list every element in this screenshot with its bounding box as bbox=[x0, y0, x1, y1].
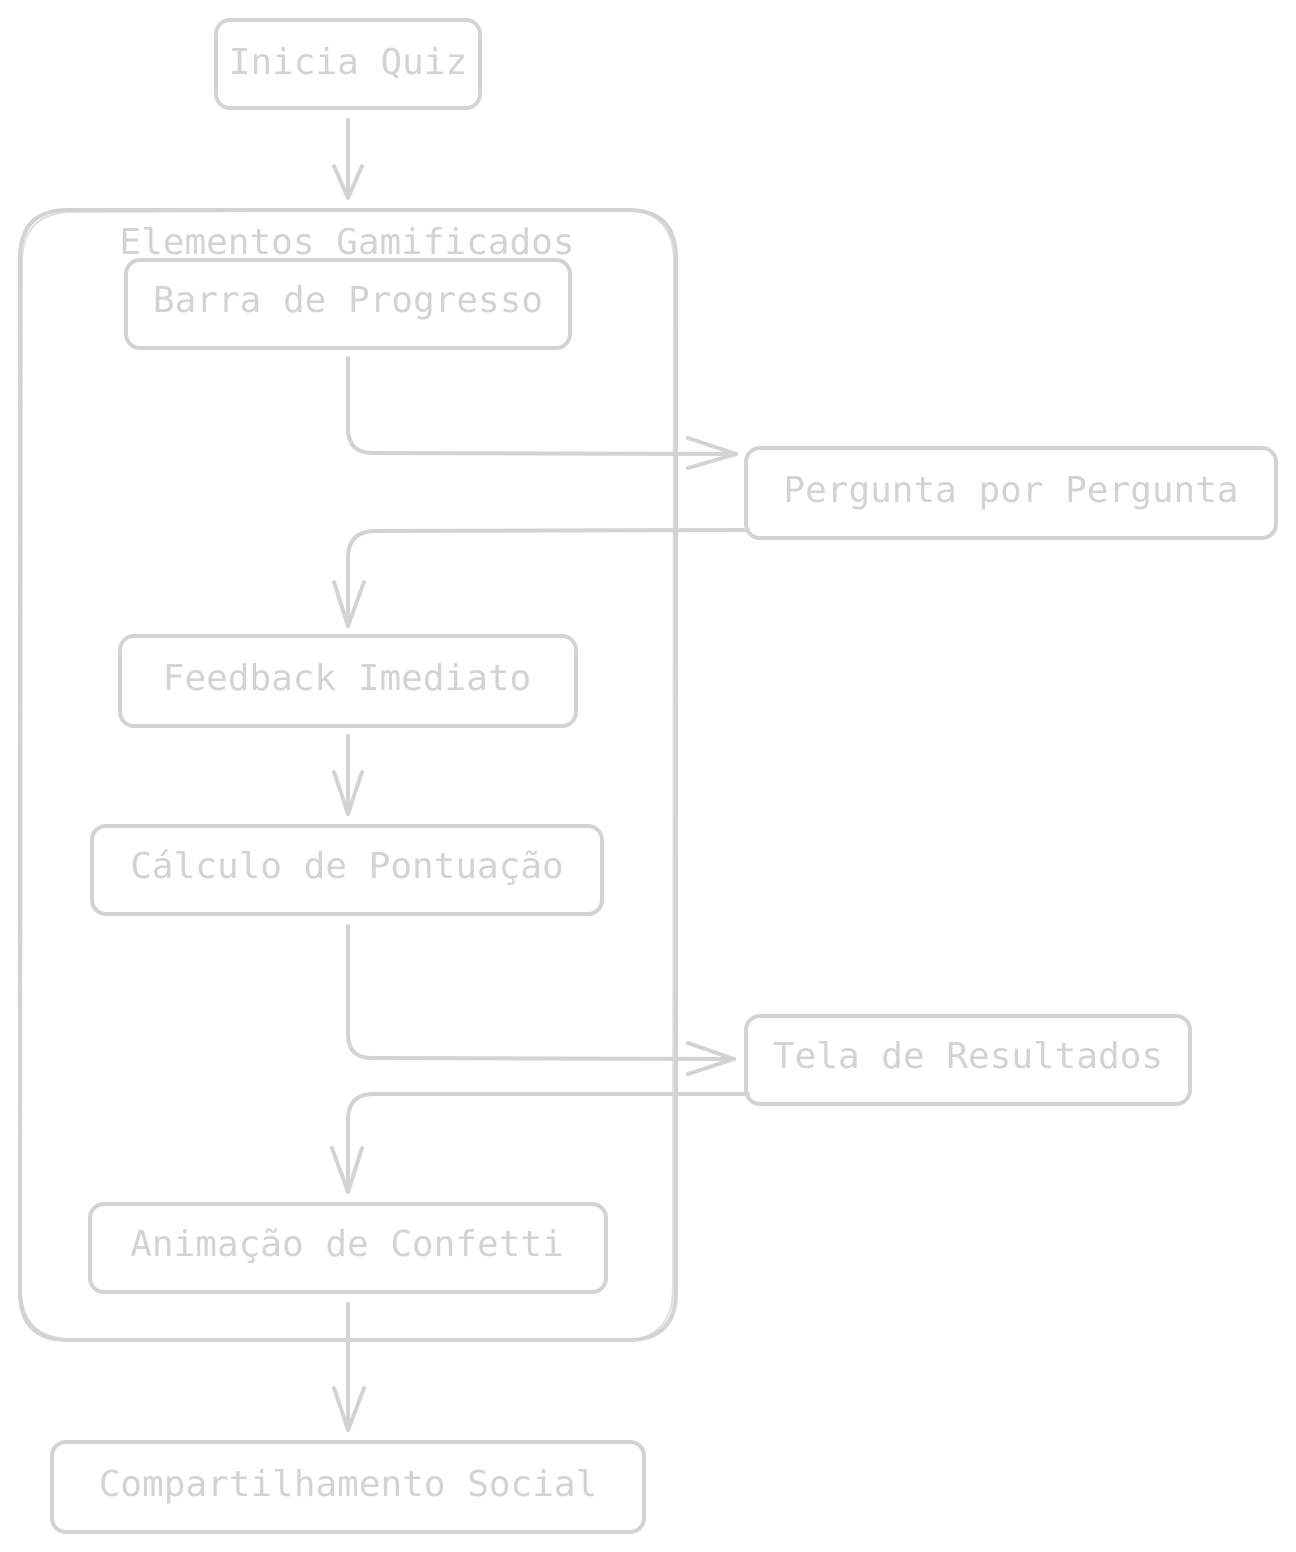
group-title: Elementos Gamificados bbox=[119, 222, 574, 263]
edge-results-to-confetti bbox=[346, 1092, 750, 1194]
node-score-box bbox=[90, 824, 604, 916]
node-results: Tela de Resultados bbox=[744, 1014, 1192, 1106]
node-start: Inicia Quiz bbox=[214, 18, 482, 110]
arrowhead-results-to-confetti bbox=[330, 1146, 364, 1194]
node-confetti-box bbox=[88, 1202, 608, 1294]
node-confetti: Animação de Confetti bbox=[88, 1202, 608, 1294]
node-score-label: Cálculo de Pontuação bbox=[130, 846, 563, 887]
node-results-label: Tela de Resultados bbox=[773, 1036, 1163, 1077]
node-start-label: Inicia Quiz bbox=[229, 42, 467, 83]
arrowhead-start-to-group bbox=[332, 164, 364, 200]
edge-question-to-feedback bbox=[346, 528, 750, 628]
node-question-box bbox=[744, 446, 1278, 540]
edge-progress-to-question bbox=[346, 356, 738, 456]
node-start-box bbox=[214, 18, 482, 110]
node-score: Cálculo de Pontuação bbox=[90, 824, 604, 916]
arrowhead-question-to-feedback bbox=[332, 580, 366, 628]
arrowhead-confetti-to-share bbox=[332, 1386, 366, 1432]
node-share-box bbox=[50, 1440, 646, 1534]
node-feedback-box bbox=[118, 634, 578, 728]
arrowhead-progress-to-question bbox=[686, 436, 738, 470]
node-results-box bbox=[744, 1014, 1192, 1106]
edge-score-to-results bbox=[346, 924, 736, 1061]
node-progress-label: Barra de Progresso bbox=[153, 280, 543, 321]
group-elementos-gamificados: Elementos Gamificados bbox=[18, 208, 678, 1342]
arrowhead-feedback-to-score bbox=[332, 770, 364, 816]
node-progress-box bbox=[124, 258, 572, 350]
node-feedback: Feedback Imediato bbox=[118, 634, 578, 728]
group-container-sketch-stroke bbox=[20, 208, 675, 1342]
node-question-label: Pergunta por Pergunta bbox=[783, 470, 1238, 511]
node-question: Pergunta por Pergunta bbox=[744, 446, 1278, 540]
edges bbox=[330, 118, 750, 1432]
node-progress: Barra de Progresso bbox=[124, 258, 572, 350]
node-feedback-label: Feedback Imediato bbox=[163, 658, 531, 699]
node-share: Compartilhamento Social bbox=[50, 1440, 646, 1534]
arrowhead-score-to-results bbox=[686, 1041, 736, 1076]
node-confetti-label: Animação de Confetti bbox=[130, 1224, 563, 1265]
node-share-label: Compartilhamento Social bbox=[99, 1464, 598, 1505]
